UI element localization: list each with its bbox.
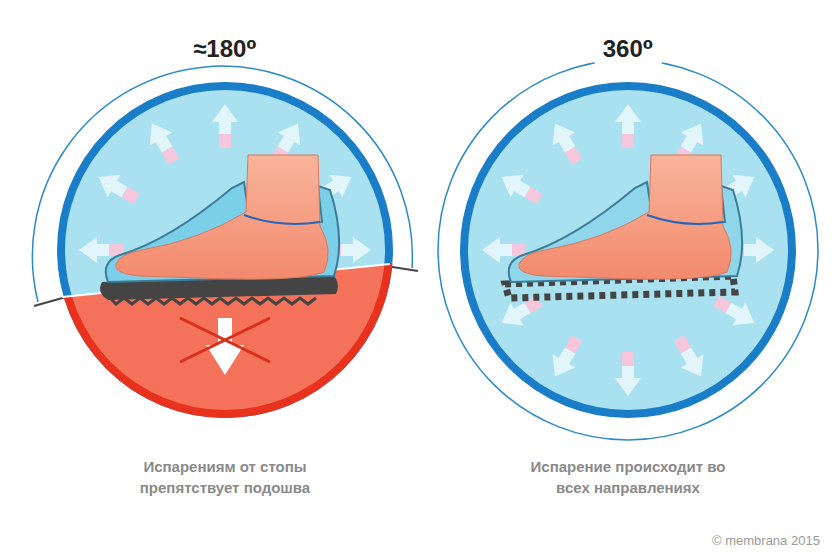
evaporation-arrow (150, 124, 173, 153)
arrows (482, 104, 774, 396)
evaporation-arrow (726, 303, 755, 326)
cross (180, 318, 270, 362)
caption: Испарениям от стопы препятствует подошва (125, 456, 325, 498)
shoe-collar (244, 215, 320, 224)
angle-heading: ≈180⁰ (185, 34, 265, 64)
angle-heading: 360⁰ (595, 34, 662, 64)
evaporation-arrow (615, 104, 641, 134)
blocked-zone (40, 262, 410, 440)
evaporation-circle (464, 86, 792, 414)
evaporation-arrow (79, 237, 109, 263)
evaporation-arrow (744, 237, 774, 263)
arrow-tail (622, 134, 634, 148)
evaporation-arrow (212, 104, 238, 134)
evaporation-arrow (681, 348, 704, 377)
evaporation-arrow (502, 175, 531, 198)
foot (519, 155, 731, 279)
evaporation-arrow (553, 348, 576, 377)
foot-left (100, 155, 339, 304)
evaporation-arrow (278, 124, 301, 153)
foot-right (505, 155, 742, 298)
outer-circle (438, 60, 818, 440)
evaporation-arrow (681, 124, 704, 153)
shoe-collar (647, 215, 723, 224)
evaporation-circle-node: 360⁰ (448, 70, 808, 430)
blocked-zone-ring (40, 262, 410, 440)
cross (180, 318, 270, 362)
arrow-tail (622, 352, 634, 366)
evaporation-arrow (553, 124, 576, 153)
foot (116, 155, 328, 279)
watermark: © membrana 2015 (712, 533, 820, 548)
evaporation-arrow (615, 366, 641, 396)
tick (34, 297, 66, 306)
evaporation-arrow (99, 175, 128, 198)
evaporation-circle-node: ≈180⁰ (45, 70, 405, 430)
evaporation-arrow (502, 303, 531, 326)
caption: Испарение происходит во всех направления… (528, 456, 728, 498)
evaporation-arrow (482, 237, 512, 263)
tread (110, 298, 316, 304)
arrow-tail (219, 134, 231, 148)
evaporation-arrow (341, 237, 371, 263)
